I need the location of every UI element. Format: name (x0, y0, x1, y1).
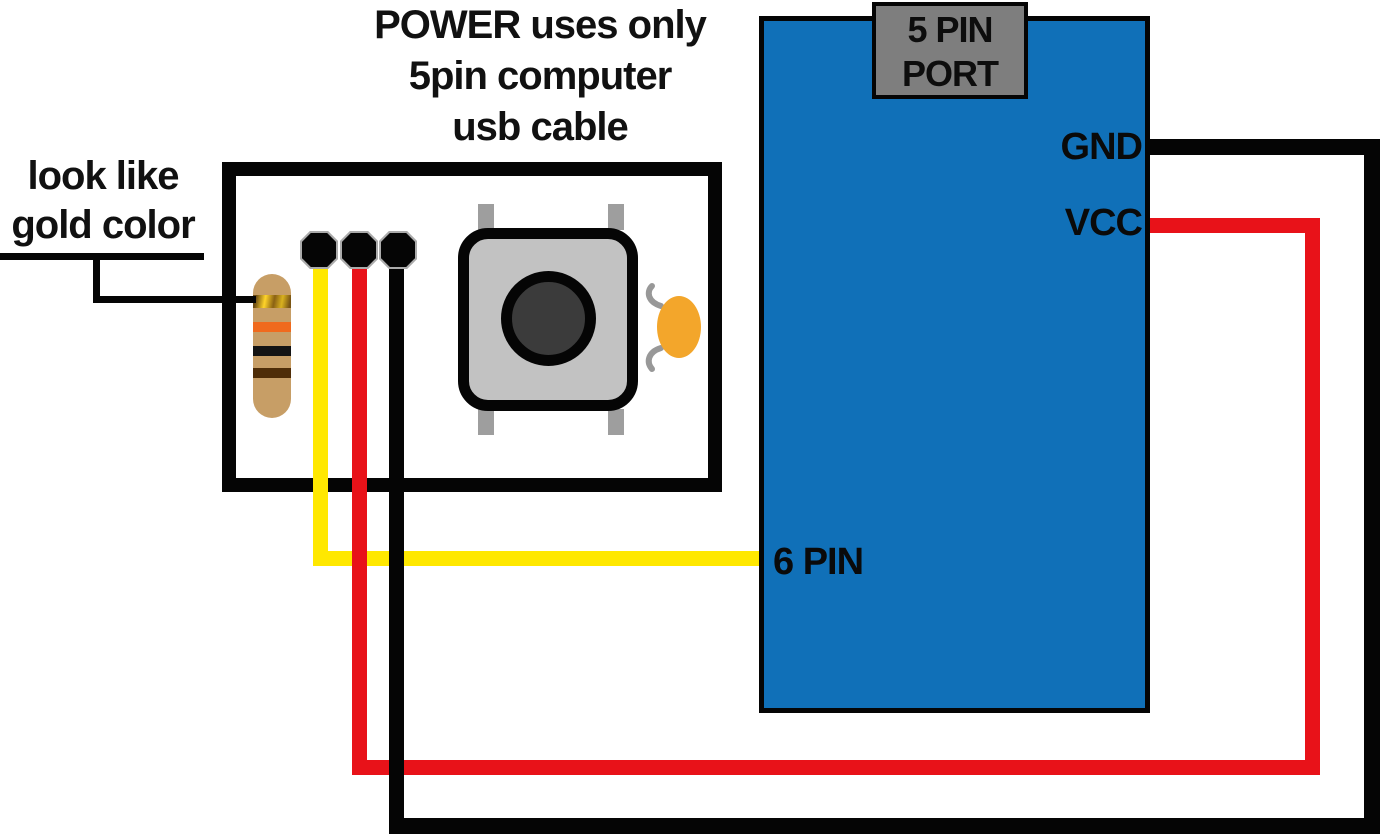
gold-note-line-2: gold color (11, 203, 195, 247)
resistor-orange-band (253, 322, 291, 332)
resistor-brown-band (253, 368, 291, 378)
title-line-1: POWER uses only (374, 3, 707, 47)
port-label-line-2: PORT (901, 53, 999, 94)
capacitor-leads (645, 283, 664, 372)
header-pin-3-body (381, 233, 415, 267)
title-line-2: 5pin computer (408, 54, 673, 98)
header-pin-2-body (342, 233, 376, 267)
gold-note-pointer-horizontal (93, 296, 256, 303)
gold-note-line-1: look like (27, 154, 179, 198)
vcc-pin-label: VCC (1064, 202, 1143, 244)
capacitor-lead-bottom (645, 345, 664, 372)
resistor-gold-band (253, 295, 291, 308)
mcu-board (759, 16, 1150, 713)
red-wire-left-vertical (352, 266, 367, 775)
black-wire-left-vertical (389, 266, 404, 834)
port-label-line-1: 5 PIN (907, 9, 993, 50)
black-wire-bottom-horizontal (389, 818, 1380, 834)
resistor (253, 274, 291, 418)
header-pin-1-body (302, 233, 336, 267)
red-wire-vcc-horizontal (1149, 218, 1320, 233)
red-wire-right-vertical (1305, 218, 1320, 775)
black-wire-gnd-horizontal (1149, 139, 1380, 155)
header-pin-1 (300, 231, 338, 269)
red-wire-bottom-horizontal (352, 760, 1320, 775)
gold-note-pointer-vertical (93, 256, 100, 303)
yellow-wire-horizontal (313, 551, 765, 566)
six-pin-label: 6 PIN (773, 541, 864, 583)
gnd-pin-label: GND (1060, 126, 1143, 168)
resistor-gold-annotation: look like gold color (0, 152, 206, 250)
yellow-wire-vertical (313, 266, 328, 566)
button-leg-bottom-left (478, 409, 494, 435)
header-pin-2 (340, 231, 378, 269)
black-wire-right-vertical (1364, 139, 1380, 834)
power-title-annotation: POWER uses only 5pin computer usb cable (330, 0, 750, 153)
button-leg-bottom-right (608, 409, 624, 435)
push-button-plunger (501, 271, 596, 366)
push-button (458, 228, 638, 411)
capacitor-lead-top (645, 283, 664, 309)
gold-note-underline (0, 253, 204, 260)
title-line-3: usb cable (452, 105, 629, 149)
resistor-black-band (253, 346, 291, 356)
capacitor (657, 296, 701, 358)
header-pin-3 (379, 231, 417, 269)
button-leg-top-left (478, 204, 494, 230)
five-pin-port: 5 PIN PORT (872, 2, 1028, 99)
button-leg-top-right (608, 204, 624, 230)
